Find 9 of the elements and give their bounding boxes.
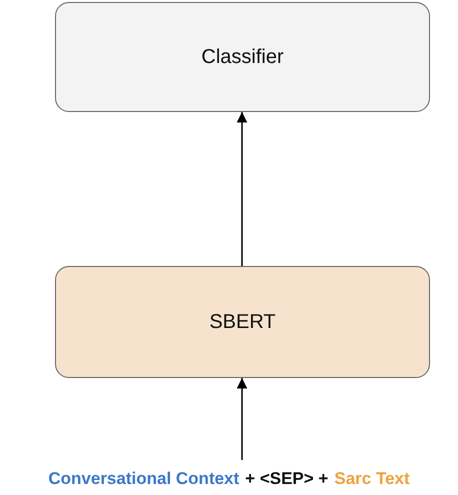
box-label: SBERT xyxy=(209,310,276,334)
box-label: Classifier xyxy=(201,46,284,68)
input-text-part: Sarc Text xyxy=(334,469,410,489)
arrow xyxy=(236,112,248,266)
classifier-box xyxy=(55,2,430,112)
model-box xyxy=(55,266,430,378)
input-text-part: Conversational Context xyxy=(48,469,240,489)
input-text-part: + <SEP> + xyxy=(245,469,328,489)
arrow xyxy=(236,378,248,460)
